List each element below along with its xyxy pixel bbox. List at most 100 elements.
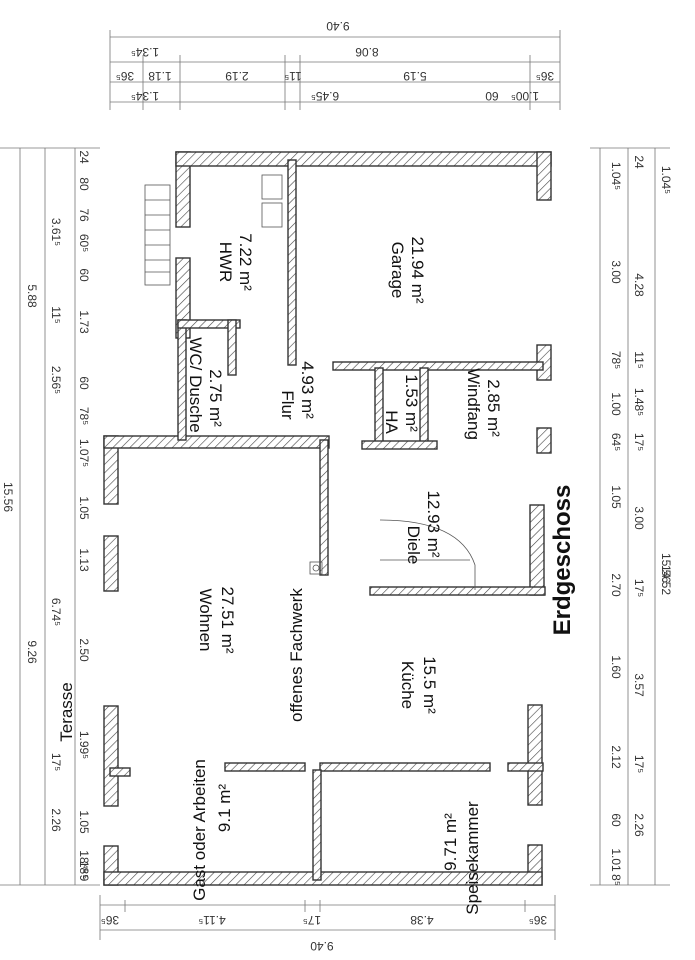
dim-bottom-17: 17⁵ — [303, 913, 321, 927]
room-windfang-name: Windfang — [464, 368, 483, 440]
dim-top-806: 8.06 — [355, 45, 379, 59]
dim-left-outer-1: 80 — [77, 177, 91, 191]
dim-right-a-11: 8⁵ — [609, 874, 623, 886]
dim-right-a-1: 3.00 — [609, 260, 623, 284]
dim-right-a-3: 1.00 — [609, 392, 623, 416]
dim-left-mid-0: 3.61⁵ — [49, 218, 63, 246]
room-kueche: Küche 15.5 m² — [398, 656, 439, 714]
room-wc: WC/ Dusche 2.75 m² — [186, 337, 225, 432]
plan-title: Erdgeschoss — [549, 485, 576, 636]
dim-left-outer-5: 1.73 — [77, 310, 91, 334]
dim-left-outer-7: 78⁵ — [77, 407, 91, 425]
dim-left-far-0: 5.88 — [25, 284, 39, 308]
dim-right-c-0: 1.04⁵ — [659, 166, 673, 194]
room-ha-area: 1.53 m² — [402, 374, 421, 432]
dim-top-60: 60 — [485, 89, 499, 103]
dim-left-far-1: 9.26 — [25, 640, 39, 664]
dim-top-36b: 36⁵ — [536, 69, 554, 83]
room-wohnen: Wohnen 27.51 m² — [196, 586, 237, 653]
dim-top-118: 1.18 — [148, 69, 172, 83]
dim-left-outer-9: 1.05 — [77, 496, 91, 520]
dim-top-645: 6.45⁵ — [311, 89, 339, 103]
dim-left-outer-16: 18⁵ — [77, 861, 91, 879]
dim-right-b-9: 2.26 — [632, 813, 646, 837]
room-gast-area: 9.1 m² — [215, 784, 234, 833]
room-garage-area: 21.94 m² — [408, 236, 427, 303]
room-gast-name: Gast oder Arbeiten — [190, 759, 209, 901]
room-hwr: HWR 7.22 m² — [216, 233, 255, 291]
room-speis-area: 9.71 m² — [441, 813, 460, 871]
dim-right-a-4: 64⁵ — [609, 433, 623, 451]
walls — [103, 151, 552, 886]
dim-right-b-1: 4.28 — [632, 273, 646, 297]
dim-right-a-6: 2.70 — [609, 573, 623, 597]
dim-top-219: 2.19 — [225, 69, 249, 83]
label-offenes-fachwerk: offenes Fachwerk — [287, 588, 306, 722]
dim-bottom-411: 4.11⁵ — [198, 913, 225, 927]
room-windfang: Windfang 2.85 m² — [464, 368, 503, 440]
room-gast: Gast oder Arbeiten 9.1 m² — [190, 759, 234, 901]
dim-left-mid-2: 2.56⁵ — [49, 366, 63, 394]
dim-left-outer-2: 76 — [77, 208, 91, 222]
room-garage: Garage 21.94 m² — [388, 236, 427, 303]
dim-left-total: 15.56 — [1, 482, 15, 512]
room-kueche-name: Küche — [398, 661, 417, 709]
room-diele: Diele 12.93 m² — [404, 490, 443, 564]
label-terasse: Terasse — [57, 682, 76, 742]
room-garage-name: Garage — [388, 242, 407, 299]
dim-right-a-0: 1.04⁵ — [609, 162, 623, 190]
dim-left-outer-3: 60 — [77, 268, 91, 282]
dim-left-outer-14: 18⁴⁶ — [77, 850, 91, 874]
dim-right-b-8: 17⁵ — [632, 755, 646, 773]
dim-bottom-36a: 36⁵ — [101, 913, 119, 927]
dim-top-36a: 36⁵ — [116, 69, 134, 83]
room-kueche-area: 15.5 m² — [420, 656, 439, 714]
dim-right-a-2: 78⁵ — [609, 351, 623, 369]
dim-right-b-2: 11⁵ — [632, 351, 646, 368]
dim-left-outer-12: 1.99⁵ — [77, 731, 91, 759]
room-hwr-name: HWR — [216, 242, 235, 283]
dim-top-940: 9.40 — [326, 19, 350, 33]
dim-left-mid-4: 17⁵ — [49, 753, 63, 771]
bottom-dimensions: 36⁵ 4.11⁵ 17⁵ 4.38 36⁵ 9.40 — [99, 895, 556, 953]
room-wc-name: WC/ Dusche — [186, 337, 205, 432]
dim-bottom-940: 9.40 — [310, 939, 334, 953]
dim-top-100: 1.00⁵ — [511, 89, 539, 103]
dim-left-outer-11: 2.50 — [77, 638, 91, 662]
room-ha-name: HA — [382, 410, 401, 434]
right-dimensions: 1.04⁵3.0078⁵1.0064⁵1.052.701.602.12601.0… — [590, 147, 673, 886]
dim-right-b-4: 17⁵ — [632, 433, 646, 451]
room-speis-name: Speisekammer — [463, 801, 482, 915]
dim-top-134b: 1.34⁵ — [131, 89, 159, 103]
room-flur: Flur 4.93 m² — [278, 361, 317, 420]
dim-left-mid-3: 6.74⁵ — [49, 598, 63, 626]
left-dimensions: 2480766060⁵1.736078⁵1.07⁵1.051.132.501.9… — [0, 147, 100, 886]
dim-right-a-9: 60 — [609, 813, 623, 827]
dim-top-11: 11⁵ — [284, 69, 301, 83]
dim-left-outer-4: 60⁵ — [77, 234, 91, 252]
dim-left-outer-8: 1.07⁵ — [77, 439, 91, 467]
dim-right-a-7: 1.60 — [609, 655, 623, 679]
dim-right-b-0: 24 — [632, 155, 646, 169]
dim-right-c-2: 15.56 — [659, 553, 673, 583]
dim-bottom-36b: 36⁵ — [529, 913, 547, 927]
dim-right-b-6: 17⁵ — [632, 579, 646, 597]
room-hwr-area: 7.22 m² — [236, 233, 255, 291]
room-diele-area: 12.93 m² — [424, 490, 443, 557]
room-wohnen-name: Wohnen — [196, 588, 215, 651]
dim-left-mid-5: 2.26 — [49, 808, 63, 832]
dim-right-a-5: 1.05 — [609, 485, 623, 509]
dim-right-b-7: 3.57 — [632, 673, 646, 697]
dim-top-519: 5.19 — [403, 69, 427, 83]
dim-left-outer-6: 60 — [77, 376, 91, 390]
dim-right-b-3: 1.48⁵ — [632, 388, 646, 416]
dim-left-outer-13: 1.05 — [77, 810, 91, 834]
dim-top-134a: 1.34⁵ — [131, 45, 159, 59]
dim-right-a-10: 1.01 — [609, 848, 623, 872]
room-flur-name: Flur — [278, 390, 297, 420]
dim-left-outer-15: 9 — [77, 875, 91, 882]
dim-left-outer-0: 24 — [77, 150, 91, 164]
room-windfang-area: 2.85 m² — [484, 379, 503, 437]
room-flur-area: 4.93 m² — [298, 361, 317, 419]
